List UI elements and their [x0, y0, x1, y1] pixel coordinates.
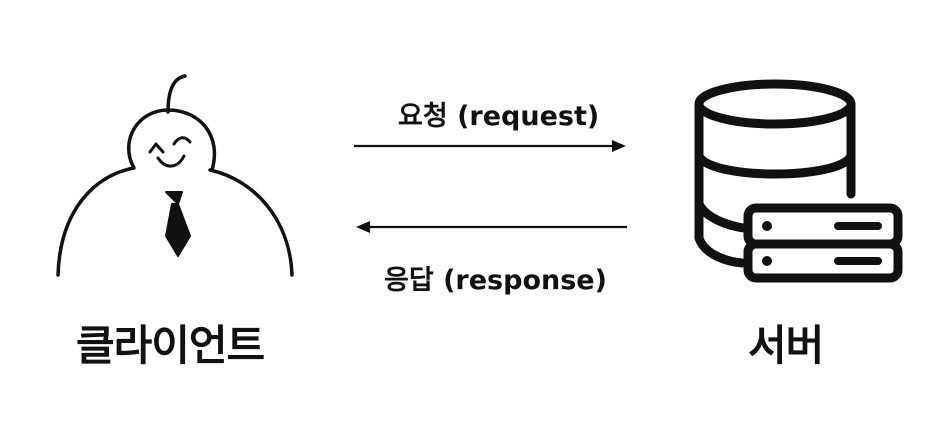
client-label: 클라이언트 — [76, 321, 265, 370]
request-arrow — [352, 136, 632, 156]
server-node — [690, 76, 910, 286]
request-label: 요청 (request) — [398, 101, 600, 132]
server-label: 서버 — [748, 321, 824, 370]
database-server-icon — [694, 79, 903, 283]
response-arrow — [352, 217, 632, 237]
response-label: 응답 (response) — [384, 265, 607, 296]
client-node — [50, 70, 300, 285]
person-with-tie-icon — [56, 74, 294, 277]
